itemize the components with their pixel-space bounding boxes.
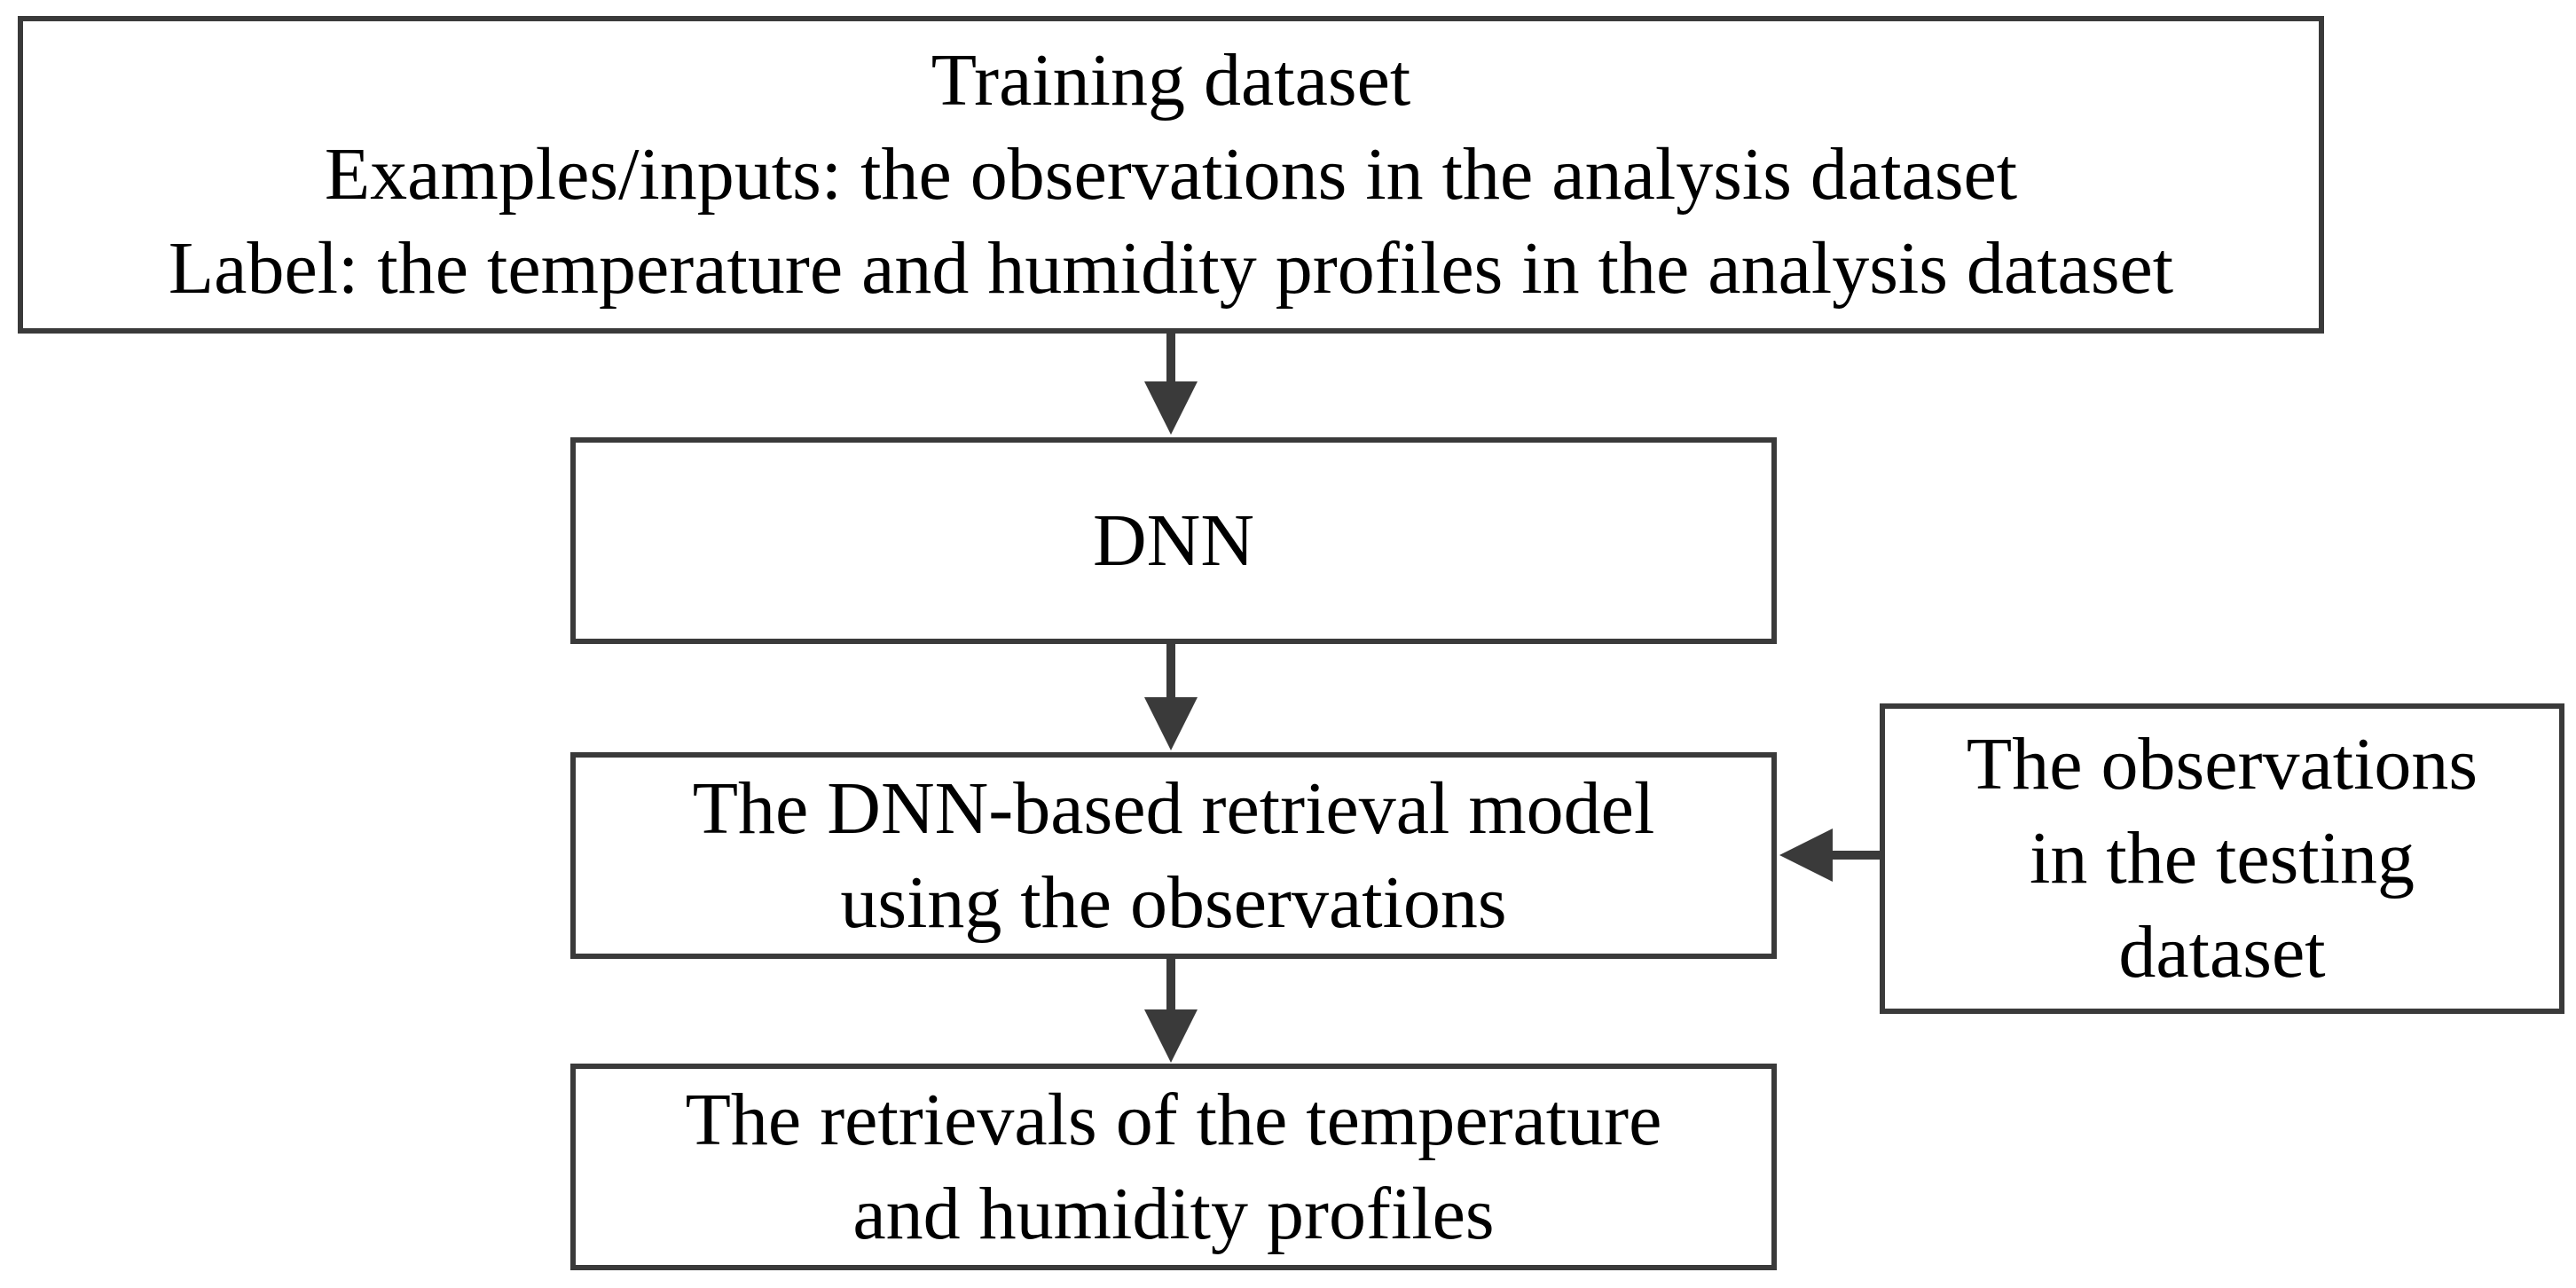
testing-observations-line-3: dataset [2118, 911, 2326, 993]
dnn-label: DNN [1093, 499, 1254, 582]
retrieval-model-box: The DNN-based retrieval model using the … [570, 752, 1777, 959]
testing-observations-line-1: The observations [1966, 723, 2478, 805]
dnn-box: DNN [570, 437, 1777, 644]
testing-observations-box: The observations in the testing dataset [1880, 703, 2564, 1014]
testing-observations-line-2: in the testing [2030, 817, 2415, 899]
arrow-testing-to-model [1779, 829, 1880, 882]
training-label-text: Label: the temperature and humidity prof… [168, 227, 2174, 310]
training-title: Training dataset [931, 39, 1411, 122]
retrievals-output-line-1: The retrievals of the temperature [685, 1078, 1662, 1161]
arrow-training-to-dnn [1144, 334, 1198, 435]
retrievals-output-box: The retrievals of the temperature and hu… [570, 1064, 1777, 1270]
arrow-dnn-to-model [1144, 644, 1198, 750]
retrievals-output-line-2: and humidity profiles [852, 1172, 1495, 1255]
training-dataset-box: Training dataset Examples/inputs: the ob… [18, 16, 2324, 334]
retrieval-model-line-2: using the observations [840, 860, 1507, 944]
arrow-model-to-result [1144, 959, 1198, 1063]
training-inputs-text: Examples/inputs: the observations in the… [324, 133, 2018, 216]
retrieval-model-line-1: The DNN-based retrieval model [692, 766, 1655, 850]
